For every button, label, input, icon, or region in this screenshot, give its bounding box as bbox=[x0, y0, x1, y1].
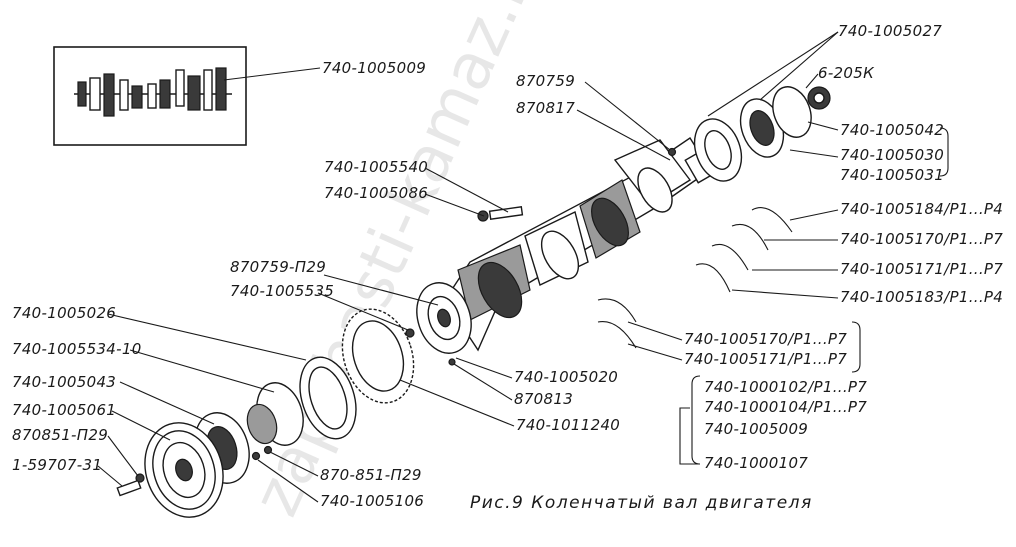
rear-oil-seal-and-bearing bbox=[693, 86, 831, 182]
label-740-1005170-lower: 740-1005170/Р1...Р7 bbox=[684, 330, 847, 348]
label-740-1011240: 740-1011240 bbox=[516, 416, 620, 434]
label-740-1005042: 740-1005042 bbox=[840, 121, 944, 139]
label-740-1000107: 740-1000107 bbox=[704, 454, 808, 472]
label-740-1005535: 740-1005535 bbox=[230, 282, 334, 300]
gear-wheel bbox=[341, 308, 415, 404]
crankshaft bbox=[444, 137, 722, 352]
label-1-59707-31: 1-59707-31 bbox=[12, 456, 102, 474]
label-740-1005534-10: 740-1005534-10 bbox=[12, 340, 142, 358]
label-740-1005027: 740-1005027 bbox=[838, 22, 942, 40]
label-740-1005030: 740-1005030 bbox=[840, 146, 944, 164]
label-740-1005184: 740-1005184/Р1...Р4 bbox=[840, 200, 1003, 218]
label-740-1005086: 740-1005086 bbox=[324, 184, 428, 202]
crankshaft-front-flange bbox=[416, 282, 472, 354]
label-740-1005183: 740-1005183/Р1...Р4 bbox=[840, 288, 1003, 306]
label-740-1005043: 740-1005043 bbox=[12, 373, 116, 391]
label-870851-p29: 870851-П29 bbox=[12, 426, 108, 444]
inset-crankshaft-view bbox=[53, 46, 247, 146]
label-740-1005031: 740-1005031 bbox=[840, 166, 944, 184]
label-740-1005170-upper: 740-1005170/Р1...Р7 bbox=[840, 230, 1003, 248]
crankshaft-pulley bbox=[144, 422, 224, 518]
label-740-1005009-top: 740-1005009 bbox=[322, 59, 426, 77]
grouping-braces bbox=[679, 127, 949, 465]
label-870759-p29: 870759-П29 bbox=[230, 258, 326, 276]
label-740-1005171-upper: 740-1005171/Р1...Р7 bbox=[840, 260, 1003, 278]
label-740-1005171-lower: 740-1005171/Р1...Р7 bbox=[684, 350, 847, 368]
label-740-1000104: 740-1000104/Р1...Р7 bbox=[704, 398, 867, 416]
bearing-shells-right bbox=[597, 207, 793, 349]
label-740-1005106: 740-1005106 bbox=[320, 492, 424, 510]
front-seal-ring bbox=[299, 356, 357, 440]
label-740-1000102: 740-1000102/Р1...Р7 bbox=[704, 378, 867, 396]
bolts-and-pins bbox=[116, 147, 677, 497]
label-870759: 870759 bbox=[516, 72, 575, 90]
front-hub bbox=[246, 382, 304, 446]
label-740-1005026: 740-1005026 bbox=[12, 304, 116, 322]
label-740-1005061: 740-1005061 bbox=[12, 401, 116, 419]
part-labels: 740-1005009 740-1005027 6-205К 870759 87… bbox=[12, 22, 1003, 510]
label-870813: 870813 bbox=[514, 390, 573, 408]
label-740-1005020: 740-1005020 bbox=[514, 368, 618, 386]
label-740-1005009-bottom: 740-1005009 bbox=[704, 420, 808, 438]
leader-lines bbox=[97, 31, 839, 503]
figure-caption: Рис.9 Коленчатый вал двигателя bbox=[470, 493, 813, 513]
label-740-1005540: 740-1005540 bbox=[324, 158, 428, 176]
label-870817: 870817 bbox=[516, 99, 575, 117]
label-870-851-p29: 870-851-П29 bbox=[320, 466, 422, 484]
label-6-205k: 6-205К bbox=[818, 64, 875, 82]
